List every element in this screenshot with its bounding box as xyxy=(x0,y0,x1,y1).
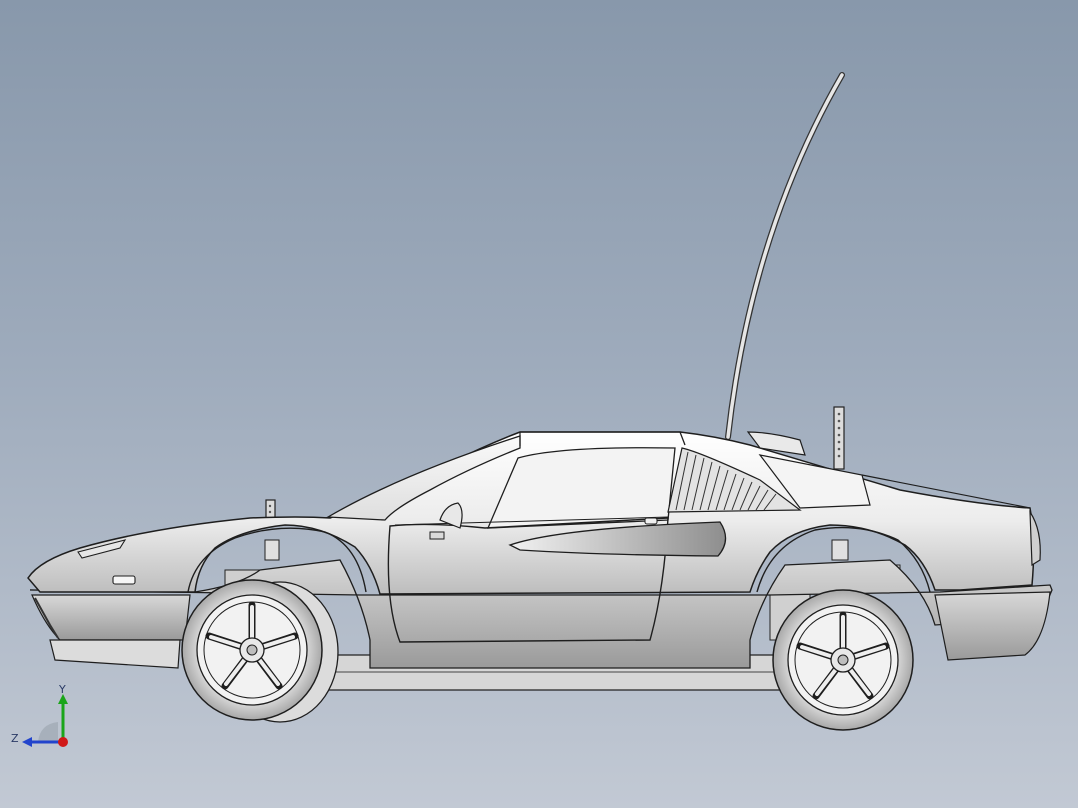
windshield xyxy=(325,435,521,521)
z-axis-label: Z xyxy=(11,732,19,745)
side-mirror xyxy=(429,502,463,540)
front-wheel xyxy=(181,579,339,723)
axis-triad: Y Z xyxy=(11,684,68,747)
y-axis-label: Y xyxy=(58,684,66,696)
side-marker-light xyxy=(112,575,136,585)
antenna xyxy=(725,72,845,440)
side-air-intake xyxy=(508,521,727,557)
door xyxy=(387,517,669,643)
rear-louvers xyxy=(667,447,802,513)
rear-body-post xyxy=(833,406,845,470)
rear-spoiler xyxy=(746,431,806,456)
origin-dot xyxy=(58,737,68,747)
side-window xyxy=(486,447,676,529)
rear-wheel xyxy=(772,589,914,731)
